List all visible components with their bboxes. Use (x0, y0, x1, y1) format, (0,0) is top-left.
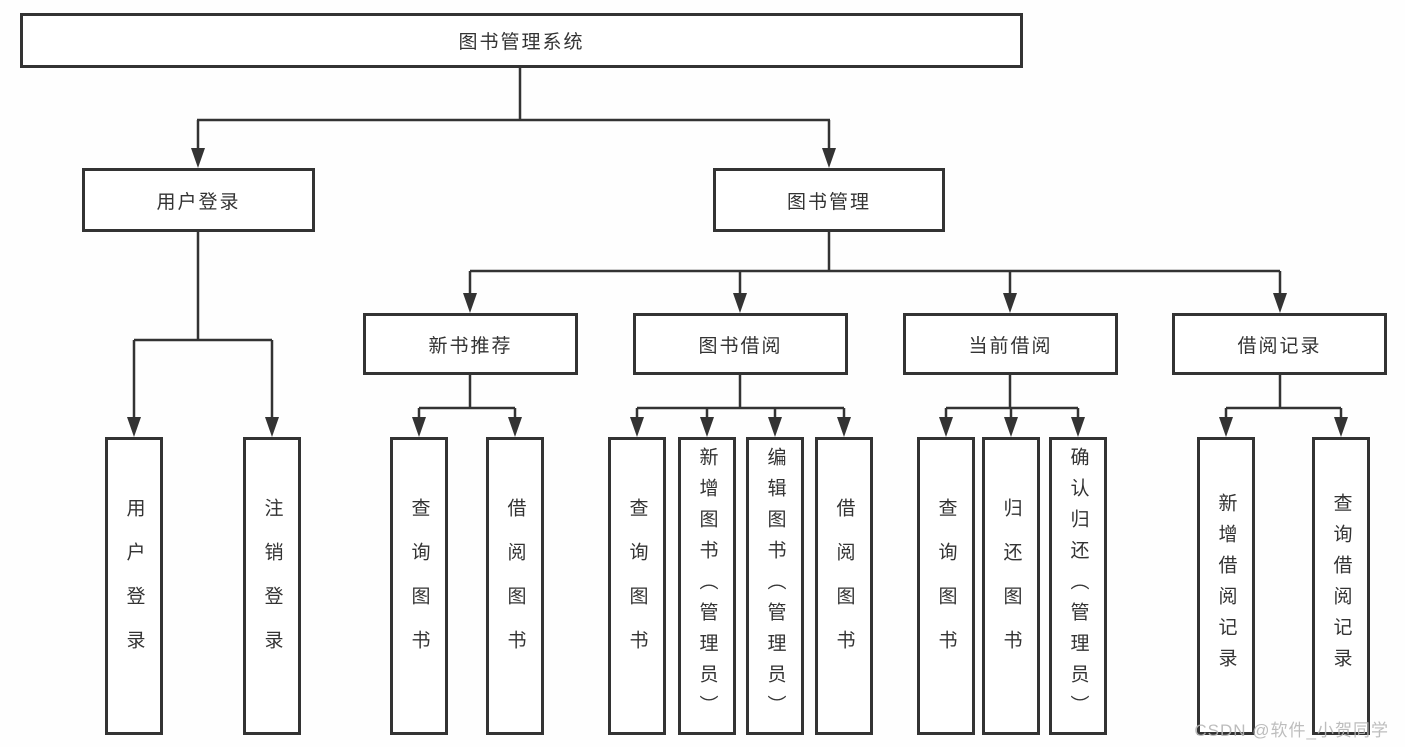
node-book-management-branch-label: 图书管理 (786, 191, 871, 213)
node-book-management-branch: 图书管理 (713, 168, 945, 232)
node-recommend-borrow-books-label: 借阅图书 (504, 498, 526, 674)
node-borrow-query-books: 查询图书 (608, 437, 666, 735)
node-records-query-record: 查询借阅记录 (1312, 437, 1370, 735)
node-recommend-query-books-label: 查询图书 (408, 498, 430, 674)
node-records-query-record-label: 查询借阅记录 (1330, 493, 1352, 679)
csdn-watermark: CSDN @软件_小贺同学 (1194, 721, 1389, 740)
node-borrow-add-books-admin-label: 新增图书（管理员） (696, 446, 718, 726)
node-borrow-add-books-admin: 新增图书（管理员） (678, 437, 736, 735)
node-current-return-books-label: 归还图书 (1000, 498, 1022, 674)
node-logout-leaf-label: 注销登录 (261, 498, 283, 674)
node-borrow-borrow-books-label: 借阅图书 (833, 498, 855, 674)
node-user-login-leaf-label: 用户登录 (123, 498, 145, 674)
node-borrowing-records-label: 借阅记录 (1237, 335, 1322, 357)
node-current-query-books: 查询图书 (917, 437, 975, 735)
node-borrow-edit-books-admin: 编辑图书（管理员） (746, 437, 804, 735)
node-recommend-query-books: 查询图书 (390, 437, 448, 735)
node-borrow-edit-books-admin-label: 编辑图书（管理员） (764, 446, 786, 726)
node-user-login-leaf: 用户登录 (105, 437, 163, 735)
node-library-system: 图书管理系统 (20, 13, 1023, 68)
node-new-book-recommendation-label: 新书推荐 (428, 335, 513, 357)
node-new-book-recommendation: 新书推荐 (363, 313, 578, 375)
node-current-confirm-return-admin-label: 确认归还（管理员） (1067, 446, 1089, 726)
node-records-add-record-label: 新增借阅记录 (1215, 493, 1237, 679)
node-user-login-branch-label: 用户登录 (156, 191, 241, 213)
node-current-return-books: 归还图书 (982, 437, 1040, 735)
node-borrowing-records: 借阅记录 (1172, 313, 1387, 375)
node-book-borrowing: 图书借阅 (633, 313, 848, 375)
node-current-query-books-label: 查询图书 (935, 498, 957, 674)
node-borrow-query-books-label: 查询图书 (626, 498, 648, 674)
node-records-add-record: 新增借阅记录 (1197, 437, 1255, 735)
arrowheads (127, 148, 1348, 437)
node-borrow-borrow-books: 借阅图书 (815, 437, 873, 735)
node-library-system-label: 图书管理系统 (458, 32, 585, 53)
node-user-login-branch: 用户登录 (82, 168, 315, 232)
node-current-borrowing-label: 当前借阅 (968, 335, 1053, 357)
node-current-confirm-return-admin: 确认归还（管理员） (1049, 437, 1107, 735)
node-logout-leaf: 注销登录 (243, 437, 301, 735)
node-book-borrowing-label: 图书借阅 (698, 335, 783, 357)
node-current-borrowing: 当前借阅 (903, 313, 1118, 375)
node-recommend-borrow-books: 借阅图书 (486, 437, 544, 735)
